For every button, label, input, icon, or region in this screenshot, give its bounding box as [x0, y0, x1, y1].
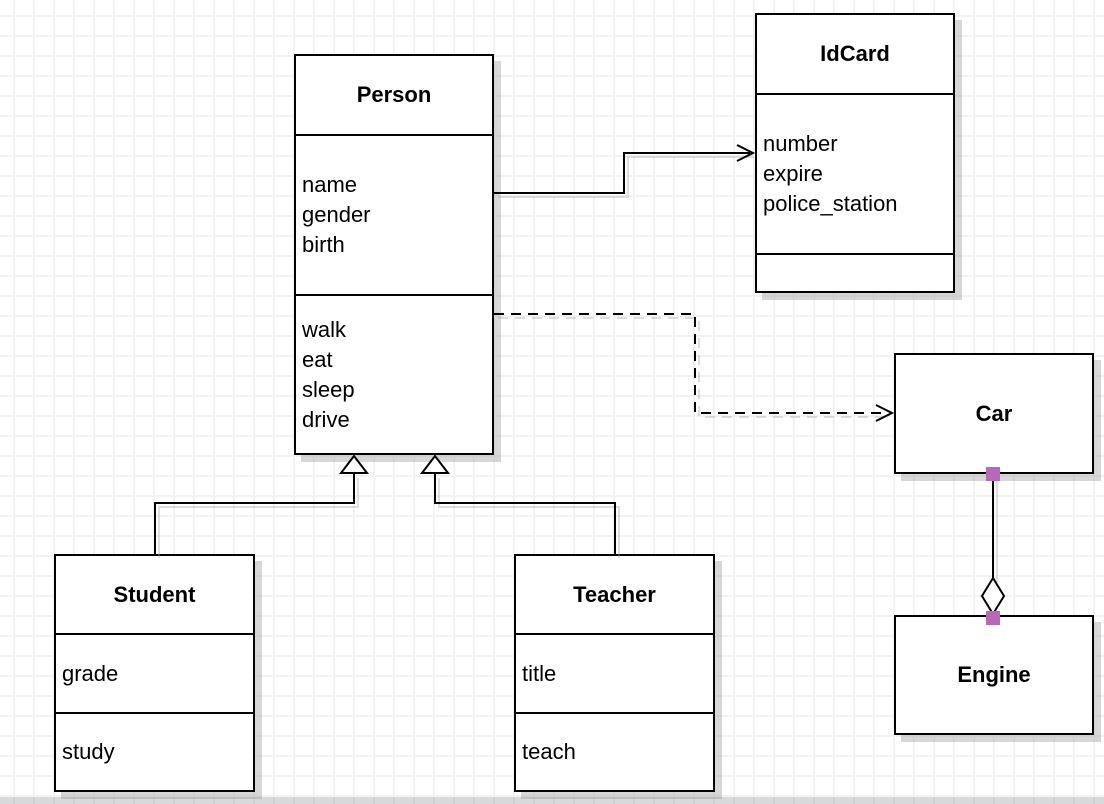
- generalization-student-person-edge[interactable]: [154, 454, 370, 554]
- attribute: title: [522, 660, 557, 686]
- attribute: birth: [302, 232, 345, 257]
- generalization-teacher-person-edge[interactable]: [419, 454, 616, 554]
- dependency-person-car-edge[interactable]: [494, 313, 895, 422]
- class-title: Car: [975, 400, 1013, 426]
- class-title: Student: [113, 581, 196, 607]
- method: eat: [302, 346, 333, 372]
- class-box-teacher[interactable]: Teacher title teach: [514, 554, 715, 792]
- attribute: name: [302, 172, 358, 197]
- method: drive: [302, 406, 350, 432]
- page-edge-shadow: [0, 797, 1104, 804]
- class-box-car[interactable]: Car: [894, 353, 1094, 474]
- attribute: gender: [302, 202, 371, 227]
- attributes-section: number expire police_station: [757, 93, 953, 253]
- hollow-triangle-arrowhead-icon: [419, 454, 451, 474]
- class-box-person[interactable]: Person name gender birth walk eat sleep …: [294, 54, 494, 455]
- method: study: [62, 739, 115, 764]
- attribute: police_station: [763, 191, 898, 216]
- class-box-engine[interactable]: Engine: [894, 615, 1094, 735]
- methods-section-empty: [757, 253, 953, 291]
- open-arrowhead-icon: [875, 404, 895, 422]
- methods-section: study: [56, 712, 253, 790]
- class-title: Engine: [957, 662, 1031, 687]
- method: teach: [522, 739, 576, 764]
- attribute: expire: [763, 161, 823, 186]
- methods-section: teach: [516, 712, 713, 790]
- attributes-section: name gender birth: [296, 134, 492, 294]
- hollow-triangle-arrowhead-icon: [338, 454, 370, 474]
- attribute: number: [763, 131, 838, 156]
- attributes-section: grade: [56, 633, 253, 712]
- class-box-idcard[interactable]: IdCard number expire police_station: [755, 13, 955, 293]
- class-box-student[interactable]: Student grade study: [54, 554, 255, 792]
- association-person-idcard-edge[interactable]: [494, 144, 756, 194]
- hollow-diamond-icon: [980, 576, 1006, 616]
- method: sleep: [302, 376, 355, 402]
- open-arrowhead-icon: [736, 144, 756, 162]
- class-title: Person: [356, 82, 432, 107]
- attribute: grade: [62, 660, 119, 686]
- attributes-section: title: [516, 633, 713, 712]
- class-title: Teacher: [573, 581, 656, 607]
- class-title: IdCard: [820, 41, 890, 66]
- methods-section: walk eat sleep drive: [296, 294, 492, 453]
- method: walk: [302, 316, 347, 342]
- aggregation-car-engine-edge[interactable]: [980, 467, 1006, 625]
